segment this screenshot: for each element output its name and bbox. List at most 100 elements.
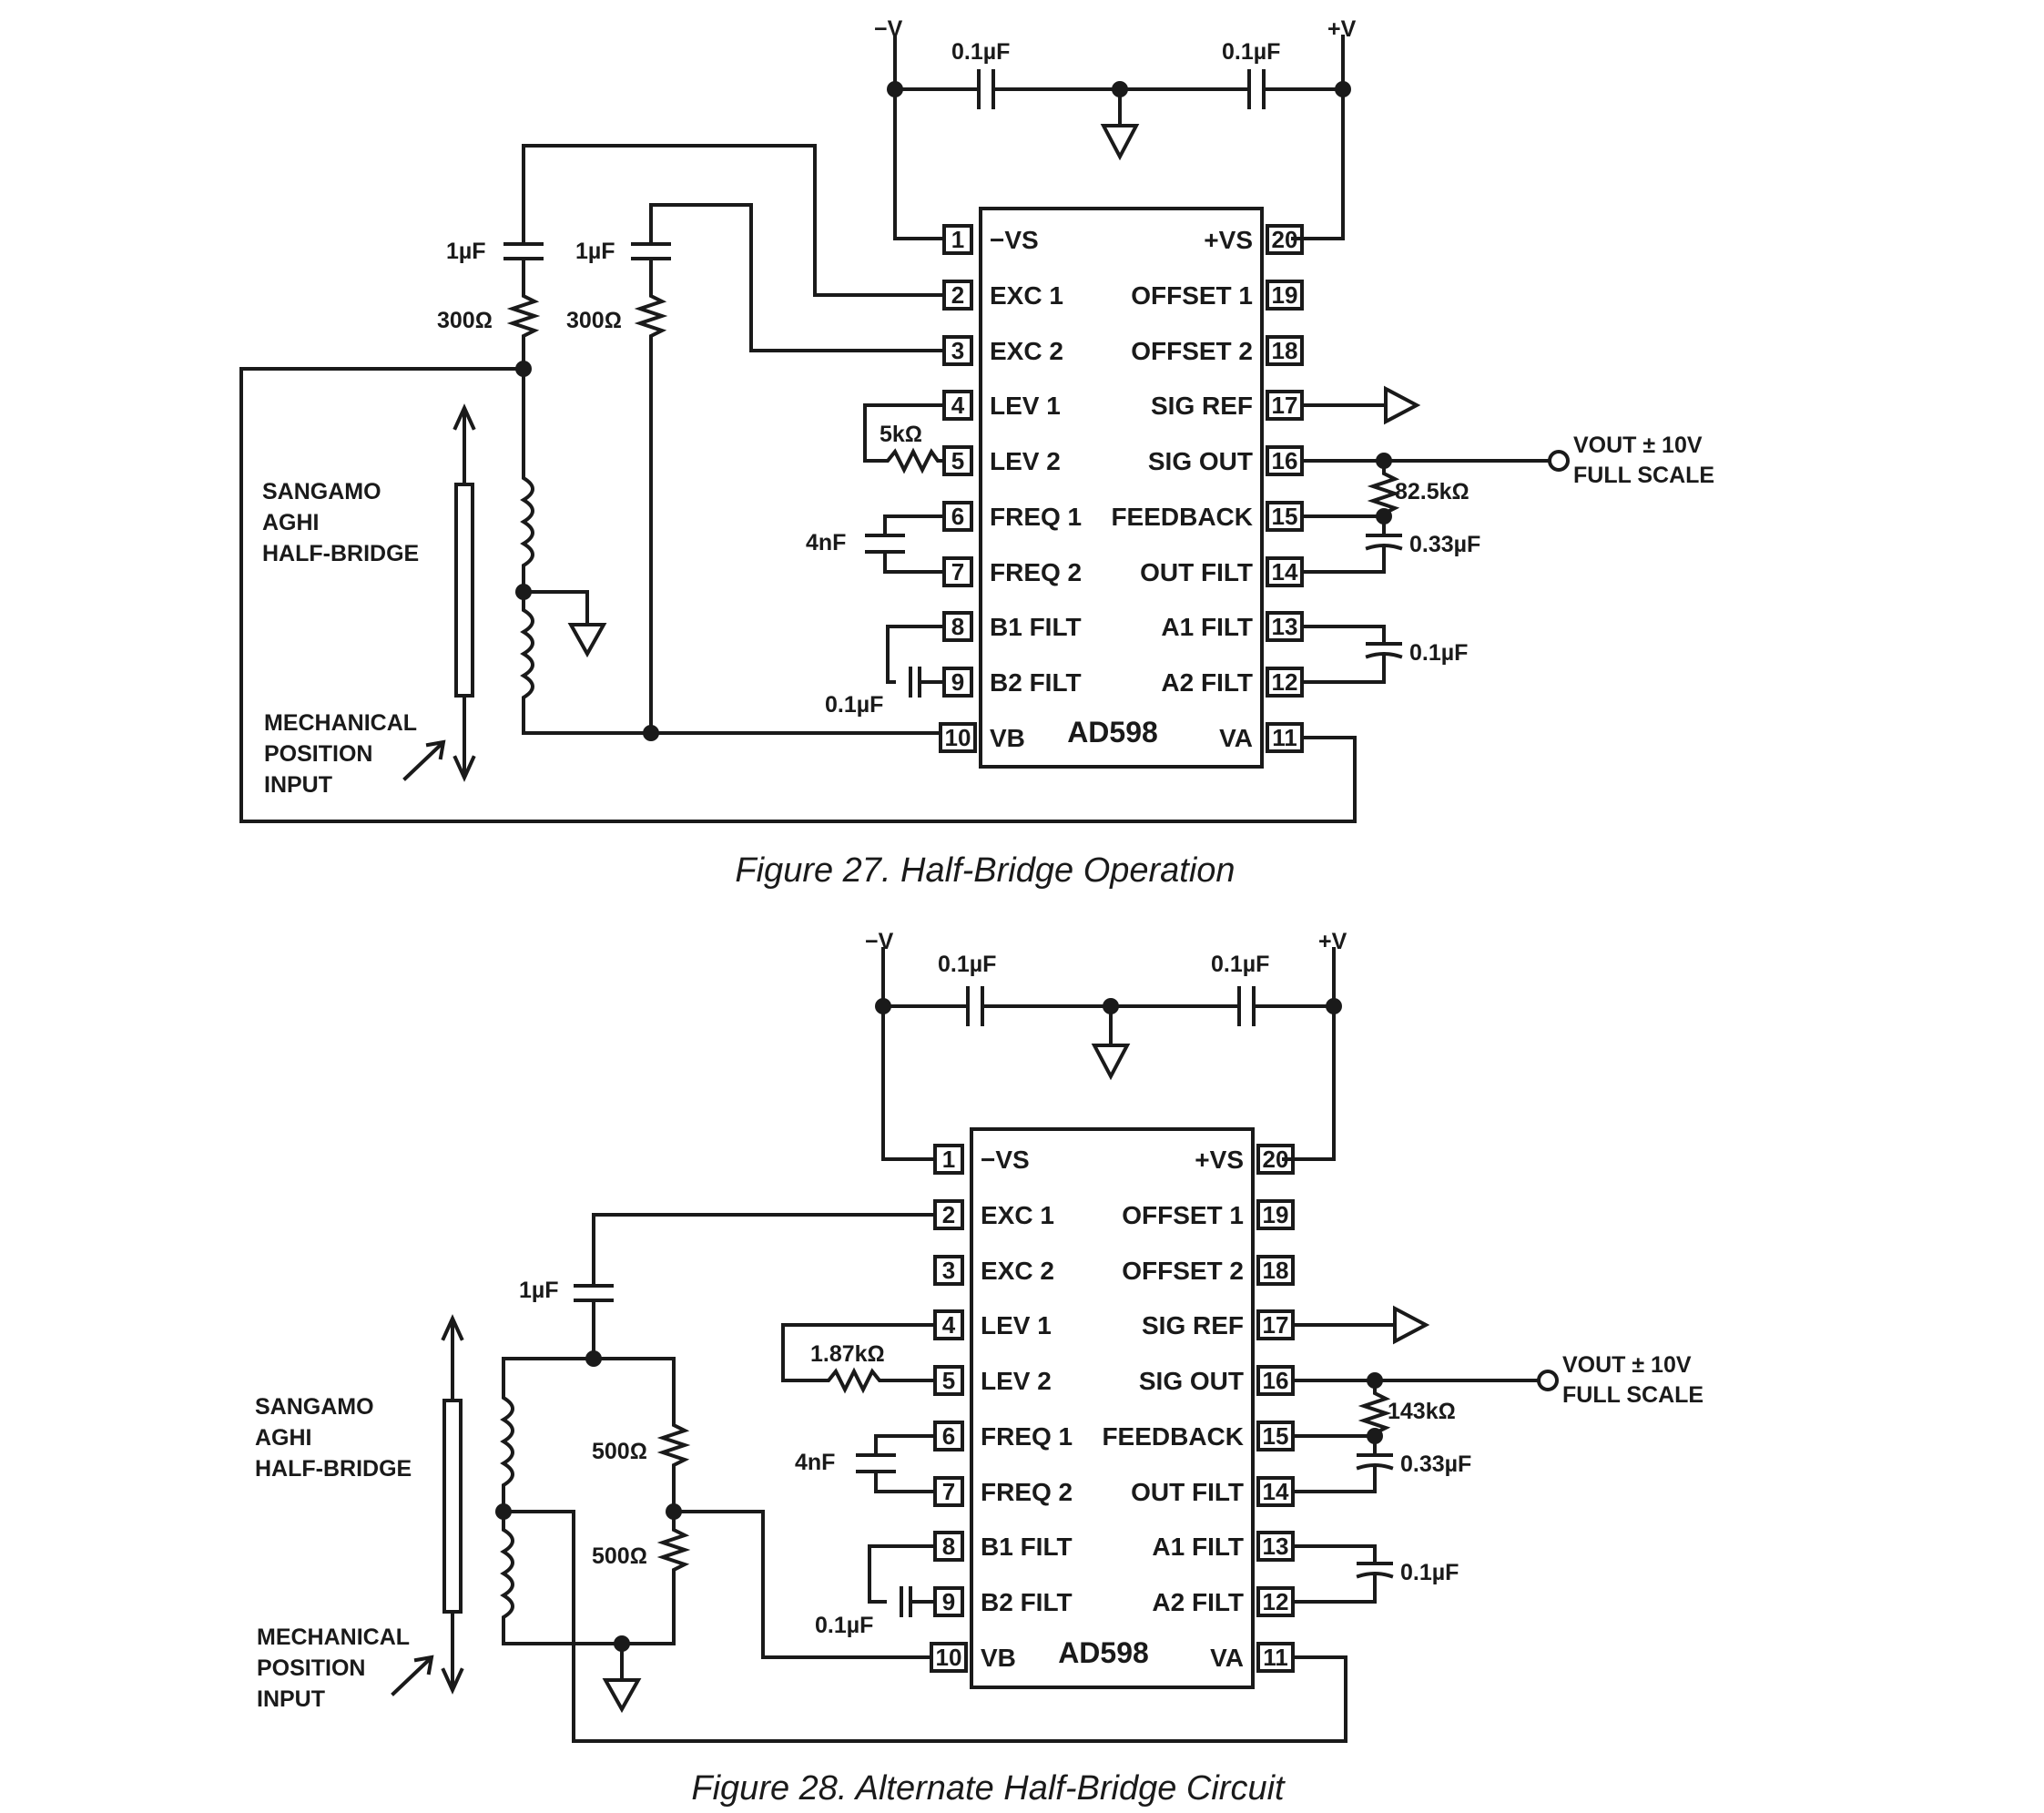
exc1-wire: [522, 144, 946, 297]
pin-box: [933, 1144, 964, 1175]
out-filt-capacitor: [1291, 1453, 1394, 1493]
pin-number: 8: [951, 613, 964, 640]
exc2-wire: [649, 203, 946, 352]
sensor-name-line3: HALF-BRIDGE: [255, 1456, 412, 1482]
pin-number: 4: [942, 1311, 956, 1339]
pin-number: 9: [951, 668, 964, 696]
pin-label: B1 FILT: [990, 613, 1082, 641]
pin-12: 12 A2 FILT: [1161, 667, 1304, 698]
b-filt-capacitor: [886, 625, 946, 698]
pin-18: 18 OFFSET 2: [1122, 1255, 1295, 1286]
full-scale-label: FULL SCALE: [1573, 463, 1714, 488]
pin-label: FREQ 1: [981, 1422, 1073, 1451]
mech-input-line3: INPUT: [264, 772, 332, 798]
pin-number: 12: [1263, 1588, 1289, 1615]
pin-number: 7: [942, 1478, 955, 1505]
figure-caption: Figure 28. Alternate Half-Bridge Circuit: [691, 1769, 1286, 1808]
pin-label: FREQ 2: [981, 1478, 1073, 1506]
pin-number: 10: [945, 724, 971, 751]
pin-16: 16 SIG OUT: [1148, 445, 1304, 476]
sensor-name-line1: SANGAMO: [255, 1394, 374, 1420]
exc1-resistor: [506, 257, 541, 371]
transducer-core: [454, 483, 474, 698]
pin-15: 15 FEEDBACK: [1111, 501, 1304, 532]
junction-dot: [1376, 508, 1392, 525]
pin-16: 16 SIG OUT: [1139, 1365, 1295, 1396]
pin-number: 2: [951, 281, 964, 309]
supply-cap-label: 0.1µF: [938, 952, 996, 977]
pin-number: 3: [942, 1257, 955, 1284]
pin-box: [1266, 280, 1304, 311]
pin-4: 4 LEV 1: [942, 390, 1061, 421]
ground-symbol: [1100, 87, 1140, 161]
pin-label: OFFSET 2: [1131, 337, 1253, 365]
bridge-mid-wire: [672, 1510, 933, 1659]
pin-label: VB: [990, 724, 1025, 752]
pin-number: 17: [1263, 1311, 1289, 1339]
transducer-core: [442, 1399, 463, 1614]
core-travel-arrow: [453, 403, 476, 782]
pin-number: 5: [942, 1367, 955, 1394]
pin-number: 19: [1272, 281, 1298, 309]
sensor-name-line2: AGHI: [262, 510, 320, 535]
pin-number: 11: [1272, 724, 1297, 751]
pin-box: [1256, 1144, 1295, 1175]
lev-wire: [863, 403, 946, 474]
pin-box: [1256, 1199, 1295, 1230]
figure-27: −V +V 0.1µF 0.1µF AD598 1 −VS 2 EXC 1 3 …: [239, 16, 1714, 890]
pin-number: 13: [1263, 1533, 1289, 1560]
core-travel-arrow: [441, 1314, 464, 1695]
pin-box: [1266, 224, 1304, 255]
pin-label: OFFSET 1: [1131, 281, 1253, 310]
chip-label: AD598: [1058, 1636, 1149, 1669]
figure-caption: Figure 27. Half-Bridge Operation: [735, 851, 1235, 890]
mech-input-line3: INPUT: [257, 1686, 325, 1712]
mech-input-line1: MECHANICAL: [257, 1625, 410, 1650]
vout-terminal[interactable]: [1548, 450, 1570, 472]
pin-number: 16: [1272, 447, 1298, 474]
sensor-name-line1: SANGAMO: [262, 479, 381, 504]
pin-number: 18: [1263, 1257, 1289, 1284]
exc1-capacitor: [503, 242, 544, 260]
pin-18: 18 OFFSET 2: [1131, 335, 1304, 366]
pin-17: 17 SIG REF: [1142, 1309, 1295, 1340]
pin-label: −VS: [990, 226, 1039, 254]
pin-1: 1 −VS: [933, 1144, 1030, 1175]
pin-label: FREQ 2: [990, 558, 1082, 586]
b-filt-capacitor: [868, 1544, 937, 1617]
pin-label: EXC 1: [990, 281, 1063, 310]
exc1-wire: [592, 1213, 937, 1288]
pin-label: OFFSET 1: [1122, 1201, 1244, 1229]
ground-symbol: [602, 1642, 642, 1714]
pin-label: SIG OUT: [1148, 447, 1253, 475]
pin-label: LEV 2: [981, 1367, 1052, 1395]
transducer-upper-coil: [520, 367, 534, 594]
pin-label: VB: [981, 1644, 1016, 1672]
pin-box: [942, 224, 973, 255]
pin-14: 14 OUT FILT: [1140, 556, 1304, 587]
junction-dot: [585, 1350, 602, 1367]
pin-number: 17: [1272, 392, 1298, 419]
transducer-upper-coil: [500, 1357, 514, 1513]
pin-label: A1 FILT: [1161, 613, 1253, 641]
freq-capacitor: [865, 514, 946, 574]
freq-capacitor: [856, 1434, 937, 1493]
pin-label: OUT FILT: [1131, 1478, 1244, 1506]
vout-terminal[interactable]: [1537, 1370, 1559, 1391]
pin-13: 13 A1 FILT: [1161, 611, 1304, 642]
out-filt-cap-label: 0.33µF: [1400, 1451, 1471, 1477]
pin-label: VA: [1219, 724, 1253, 752]
pin-number: 13: [1272, 613, 1298, 640]
pin-2: 2 EXC 1: [933, 1199, 1054, 1230]
pin-15: 15 FEEDBACK: [1102, 1421, 1295, 1451]
va-return-wire: [239, 367, 1357, 823]
mech-input-line2: POSITION: [264, 741, 372, 767]
pin-14: 14 OUT FILT: [1131, 1476, 1295, 1507]
chip-label: AD598: [1067, 716, 1158, 749]
pin-13: 13 A1 FILT: [1152, 1531, 1295, 1562]
pin-label: EXC 2: [981, 1257, 1054, 1285]
bridge-resistor-lower: [656, 1510, 691, 1645]
sig-ref-triangle: [1393, 1305, 1430, 1345]
b-filt-cap-label: 0.1µF: [815, 1613, 873, 1638]
pin-box: [1266, 335, 1304, 366]
